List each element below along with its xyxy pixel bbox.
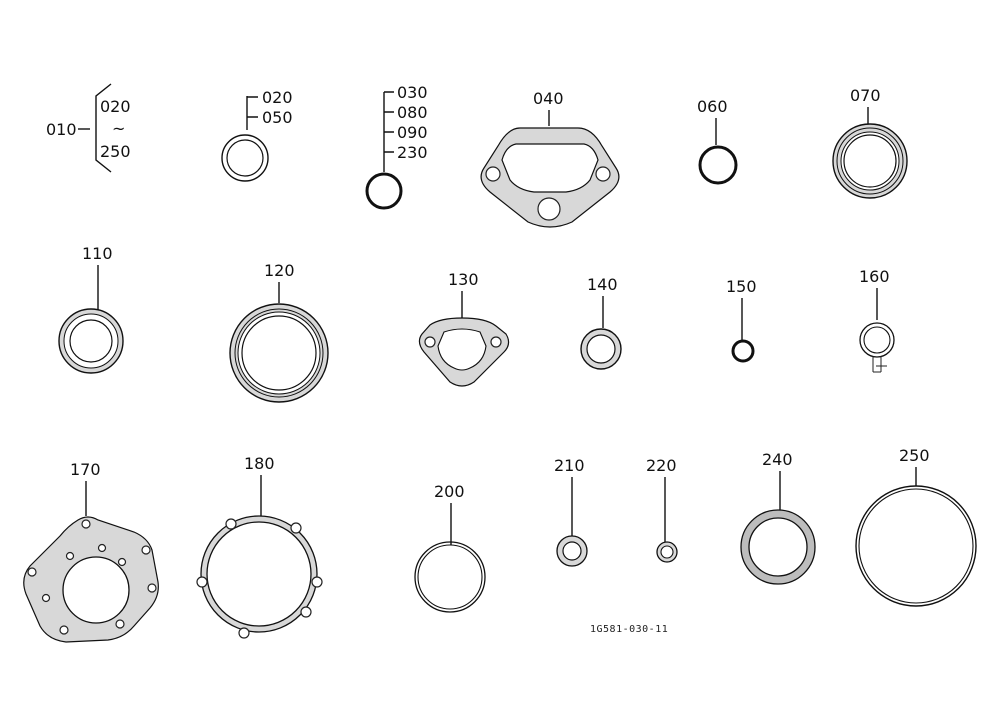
- label-070: 070: [850, 86, 881, 105]
- part-120: 120: [229, 261, 329, 403]
- gasket-040-opening: [501, 143, 599, 193]
- gasket-040-hole-left: [485, 166, 501, 182]
- label-090: 090: [397, 123, 428, 142]
- part-250: 250: [855, 446, 977, 607]
- label-140: 140: [587, 275, 618, 294]
- seal-070-bore: [843, 134, 897, 188]
- seal-120-ring-a: [234, 308, 324, 398]
- part-170: 170: [23, 460, 159, 643]
- label-010-tilde: ~: [112, 119, 125, 138]
- gasket-180-bore: [206, 521, 312, 627]
- leader-020-050: [246, 96, 258, 130]
- part-140: 140: [580, 275, 622, 370]
- gasket-170-hole-4: [115, 619, 125, 629]
- gasket-170-bore: [62, 556, 130, 624]
- gasket-180-lug-2: [290, 522, 302, 534]
- oring-150: [731, 339, 755, 363]
- label-010: 010: [46, 120, 77, 139]
- ring-200-outer: [414, 541, 486, 613]
- label-040: 040: [533, 89, 564, 108]
- label-010-from: 020: [100, 97, 131, 116]
- label-030: 030: [397, 83, 428, 102]
- bracket-010: [95, 83, 112, 173]
- part-180: 180: [196, 454, 323, 639]
- part-130: 130: [418, 270, 510, 387]
- ring-250-inner: [858, 488, 974, 604]
- label-240: 240: [762, 450, 793, 469]
- label-050: 050: [262, 108, 293, 127]
- callout-020-050: 020 050: [221, 88, 293, 182]
- gasket-170-hole-8: [117, 557, 127, 567]
- gasket-180-lug-6: [196, 576, 208, 588]
- gasket-170-hole-5: [59, 625, 69, 635]
- gasket-170-hole-3: [147, 583, 157, 593]
- drawing-code: 1G581-030-11: [590, 624, 668, 635]
- label-250: 250: [899, 446, 930, 465]
- label-080: 080: [397, 103, 428, 122]
- label-110: 110: [82, 244, 113, 263]
- part-160: 160: [859, 267, 895, 373]
- gasket-170-hole-9: [65, 551, 75, 561]
- label-230: 230: [397, 143, 428, 162]
- ring-160-tab: [872, 356, 887, 373]
- part-110: 110: [58, 244, 124, 374]
- label-130: 130: [448, 270, 479, 289]
- ring-250-outer: [855, 485, 977, 607]
- part-210: 210: [554, 456, 588, 567]
- washer-210-bore: [562, 541, 582, 561]
- ring-160-inner: [863, 326, 891, 354]
- label-210: 210: [554, 456, 585, 475]
- part-150: 150: [726, 277, 757, 363]
- gasket-170-hole-7: [97, 543, 107, 553]
- gasket-130-opening: [437, 328, 487, 371]
- part-070: 070: [832, 86, 908, 199]
- gasket-180-lug-1: [225, 518, 237, 530]
- label-170: 170: [70, 460, 101, 479]
- ring-200-inner: [417, 544, 483, 610]
- gasket-040-hole-right: [595, 166, 611, 182]
- gasket-040-hole-bottom: [537, 197, 561, 221]
- gasket-170-hole-6: [27, 567, 37, 577]
- callout-010: 010 020 ~ 250: [46, 83, 131, 173]
- gasket-180-lug-3: [311, 576, 323, 588]
- label-020: 020: [262, 88, 293, 107]
- washer-220-bore: [660, 545, 674, 559]
- oring-030: [365, 172, 403, 210]
- gasket-130-hole-right: [490, 336, 502, 348]
- label-180: 180: [244, 454, 275, 473]
- ring-020-outer: [221, 134, 269, 182]
- part-040: 040: [480, 89, 620, 228]
- gasket-130-hole-left: [424, 336, 436, 348]
- label-160: 160: [859, 267, 890, 286]
- label-220: 220: [646, 456, 677, 475]
- seal-110-bore: [69, 319, 113, 363]
- seal-120-bore: [241, 315, 317, 391]
- gasket-180-lug-5: [238, 627, 250, 639]
- label-010-to: 250: [100, 142, 131, 161]
- washer-140-bore: [586, 334, 616, 364]
- part-240: 240: [740, 450, 816, 585]
- part-220: 220: [646, 456, 678, 563]
- label-120: 120: [264, 261, 295, 280]
- ring-020-inner: [226, 139, 264, 177]
- part-200: 200: [414, 482, 486, 613]
- part-060: 060: [697, 97, 738, 185]
- callout-030-230: 030 080 090 230: [365, 83, 428, 210]
- leader-030-230: [383, 91, 394, 172]
- gasket-170-hole-2: [141, 545, 151, 555]
- seal-070-ring-a: [836, 127, 904, 195]
- label-200: 200: [434, 482, 465, 501]
- ring-160-outer: [859, 322, 895, 358]
- gasket-170-hole-1: [81, 519, 91, 529]
- oring-060: [698, 145, 738, 185]
- gasket-180-lug-4: [300, 606, 312, 618]
- gasket-240-bore: [748, 517, 808, 577]
- label-150: 150: [726, 277, 757, 296]
- gasket-170-hole-10: [41, 593, 51, 603]
- label-060: 060: [697, 97, 728, 116]
